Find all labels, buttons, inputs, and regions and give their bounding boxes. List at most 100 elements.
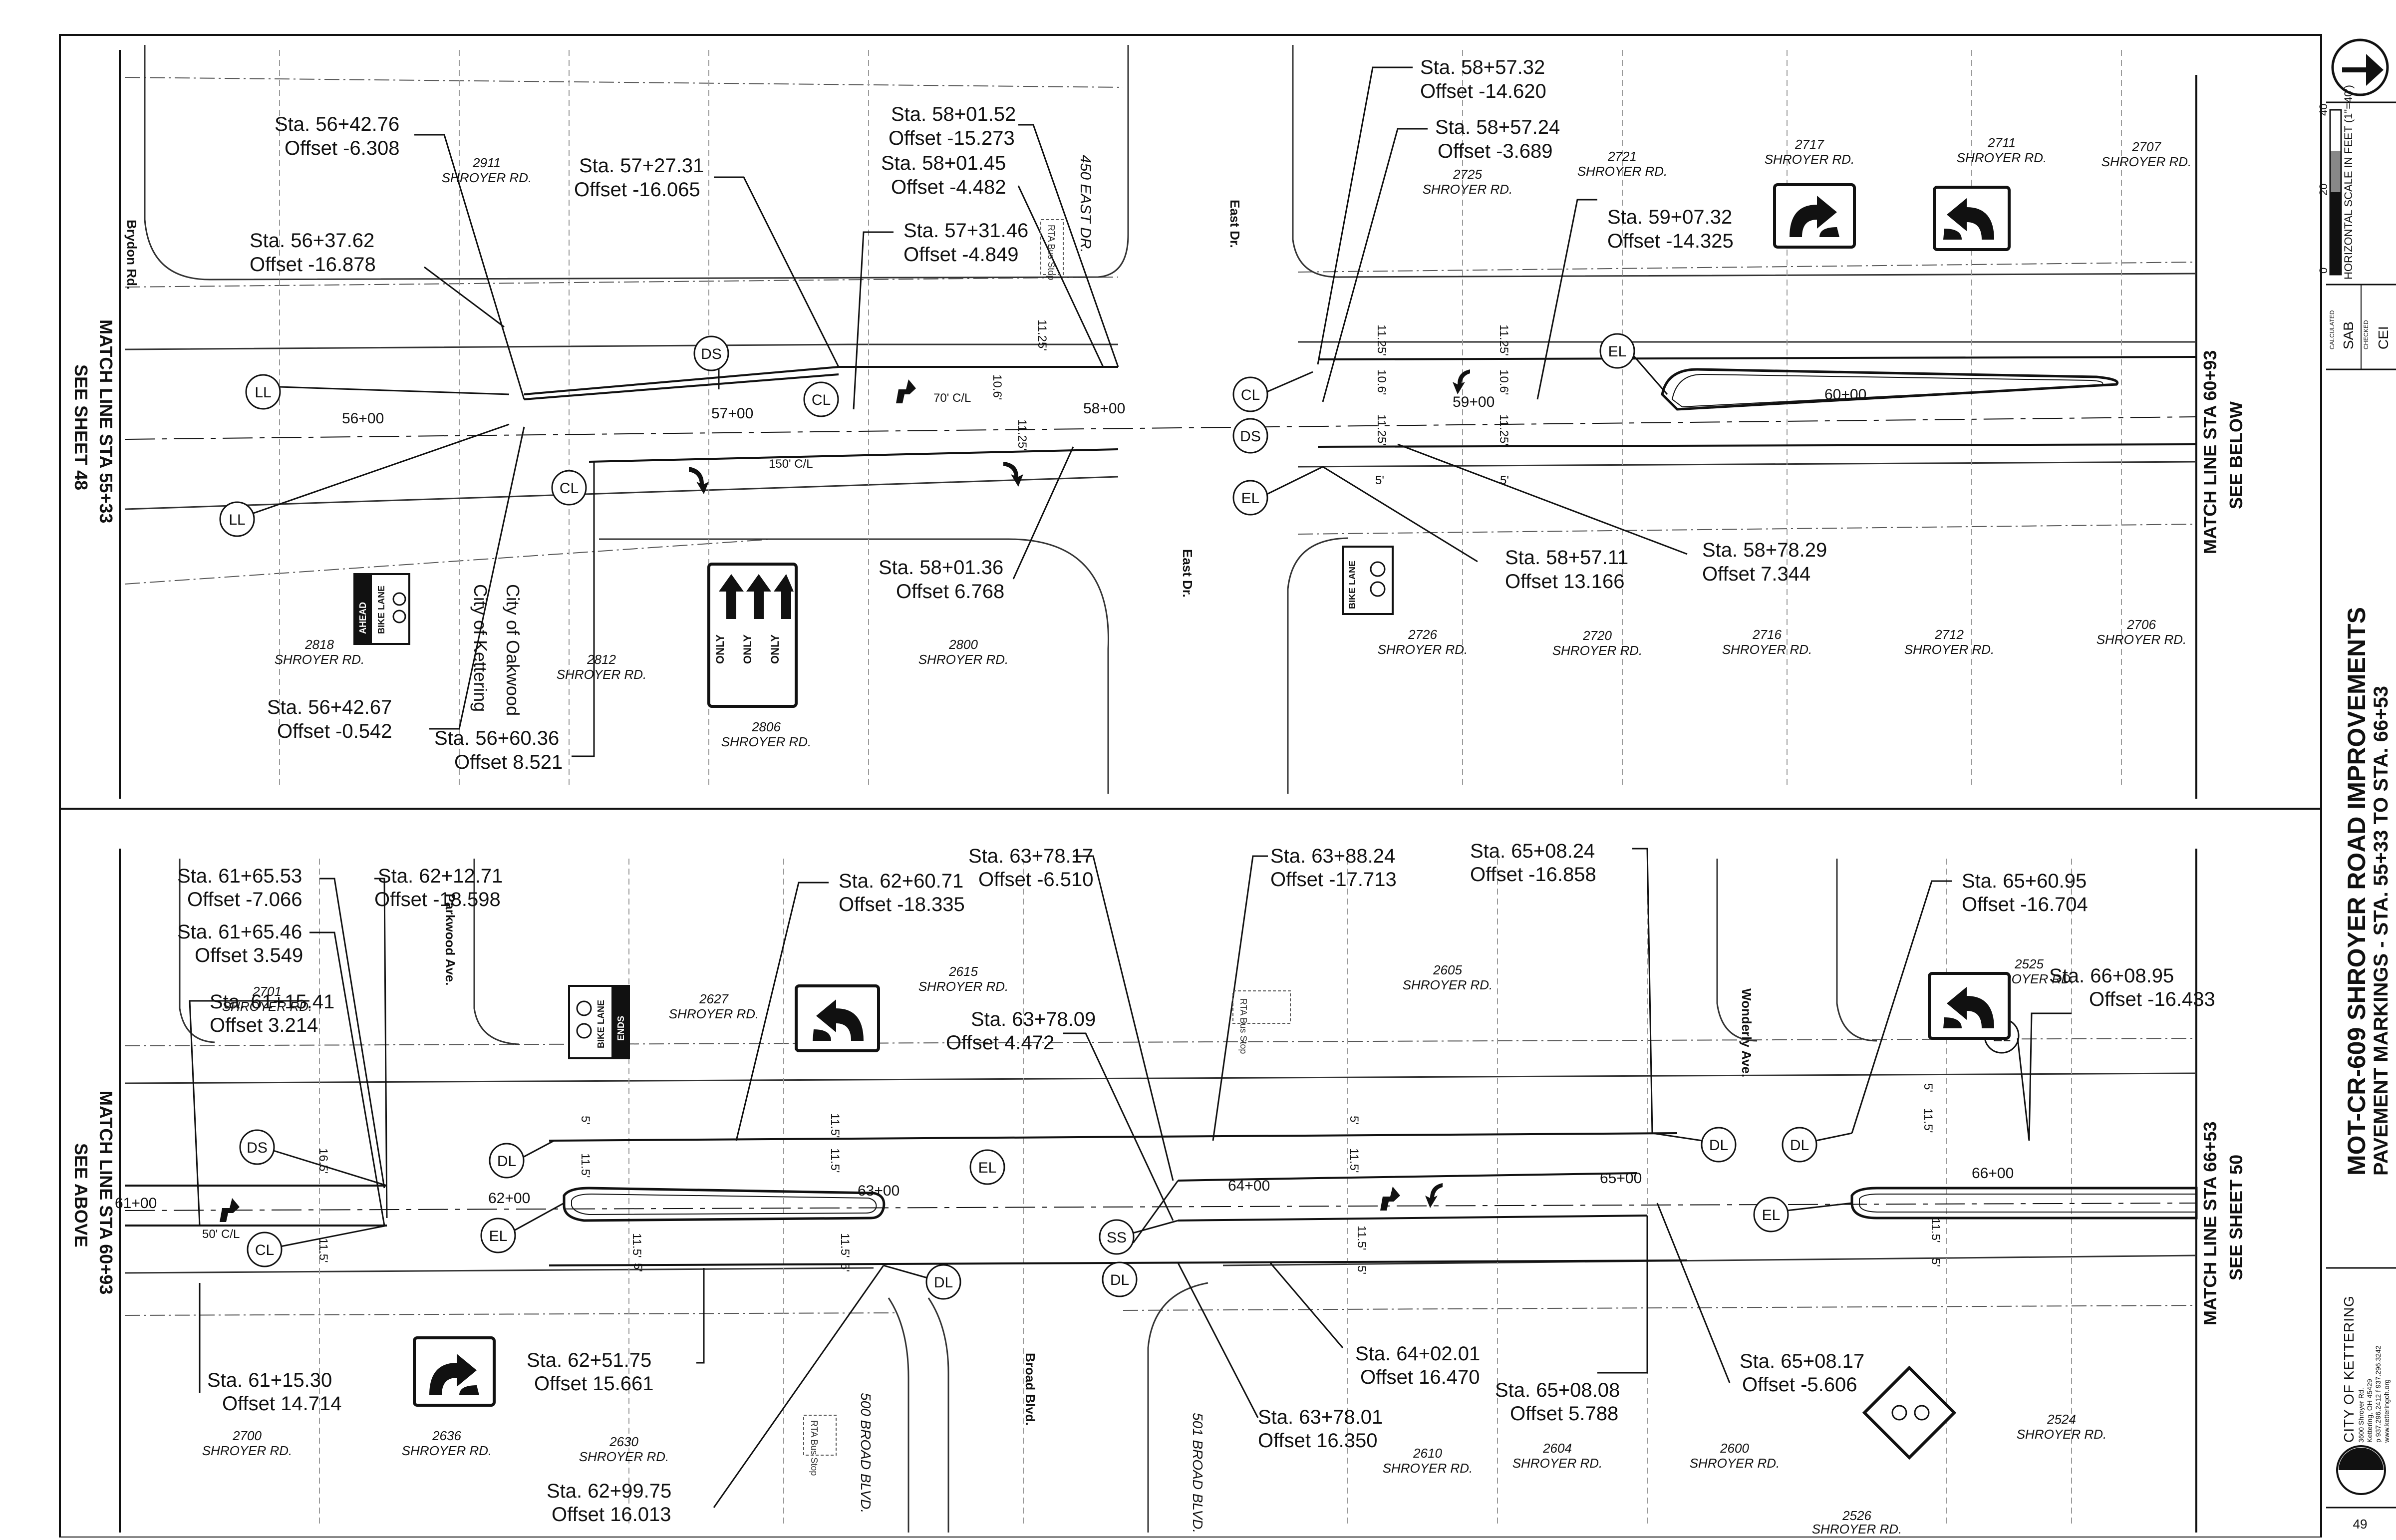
svg-text:LL: LL: [255, 384, 271, 401]
lot-500: 500 BROAD BLVD.: [858, 1393, 874, 1513]
svg-text:Offset -6.510: Offset -6.510: [978, 869, 1094, 891]
sign-bike-diamond: [1862, 1365, 1957, 1460]
svg-text:Sta. 58+78.29: Sta. 58+78.29: [1702, 539, 1827, 561]
svg-text:2700: 2700: [232, 1428, 262, 1443]
dim-b6: 5': [631, 1263, 644, 1272]
street-wonderly: Wonderly Ave.: [1739, 988, 1754, 1077]
svg-text:SHROYER RD.: SHROYER RD.: [1690, 1456, 1780, 1471]
svg-text:Offset -5.606: Offset -5.606: [1742, 1374, 1857, 1396]
svg-text:2711: 2711: [1987, 135, 2016, 150]
lot-501: 501 BROAD BLVD.: [1190, 1413, 1205, 1533]
lot-450: 450 EAST DR.: [1077, 155, 1094, 253]
svg-text:SHROYER RD.: SHROYER RD.: [1722, 642, 1812, 657]
svg-text:Sta. 61+15.41: Sta. 61+15.41: [210, 991, 334, 1013]
svg-text:EL: EL: [1608, 343, 1627, 360]
svg-text:SS: SS: [1107, 1230, 1127, 1246]
city-logo: CITY OF KETTERING 3600 Shroyer Rd. Kette…: [2336, 1295, 2391, 1495]
svg-text:CL: CL: [560, 480, 579, 497]
svg-text:2717: 2717: [1795, 137, 1824, 152]
svg-text:SHROYER RD.: SHROYER RD.: [2101, 154, 2192, 169]
svg-text:SHROYER RD.: SHROYER RD.: [1957, 150, 2047, 165]
dim-b11: 11.5': [1355, 1226, 1368, 1250]
svg-text:2716: 2716: [1752, 627, 1782, 642]
city-oakwood: City of Oakwood: [503, 584, 523, 716]
station-63: 63+00: [858, 1183, 899, 1199]
dim-b15: 5': [1929, 1258, 1942, 1267]
dim-b3: 11.5': [579, 1153, 592, 1178]
svg-text:Sta. 64+02.01: Sta. 64+02.01: [1355, 1343, 1480, 1365]
symbol-ss: SS: [1099, 1219, 1135, 1255]
sheet-border: [59, 34, 2322, 1539]
svg-text:SHROYER RD.: SHROYER RD.: [222, 999, 312, 1014]
dim-d10: 5': [1375, 474, 1384, 487]
svg-text:Offset 3.214: Offset 3.214: [210, 1014, 318, 1036]
svg-text:Offset -17.713: Offset -17.713: [1270, 869, 1397, 891]
svg-text:Sta. 58+57.11: Sta. 58+57.11: [1505, 547, 1628, 569]
svg-text:SHROYER RD.: SHROYER RD.: [1403, 977, 1493, 992]
dim-d6: 11.25': [1375, 414, 1388, 446]
bottom-panel: MATCH LINE STA 60+93 SEE ABOVE MATCH LIN…: [71, 840, 2246, 1537]
svg-text:DS: DS: [701, 346, 722, 362]
svg-text:Sta. 63+78.01: Sta. 63+78.01: [1258, 1406, 1383, 1428]
svg-text:2911: 2911: [472, 155, 501, 170]
symbol-cl-3: CL: [1232, 376, 1268, 412]
symbol-dl-b5: DL: [1782, 1127, 1817, 1163]
symbol-cl-2: CL: [551, 470, 587, 506]
svg-text:Sta. 62+99.75: Sta. 62+99.75: [547, 1480, 671, 1502]
svg-text:Sta. 66+08.95: Sta. 66+08.95: [2049, 965, 2174, 987]
bottom-match-right-sub: SEE SHEET 50: [2226, 1155, 2246, 1280]
svg-text:ONLY: ONLY: [741, 634, 754, 664]
svg-text:Sta. 58+57.32: Sta. 58+57.32: [1420, 56, 1545, 78]
svg-text:Sta. 61+15.30: Sta. 61+15.30: [207, 1369, 332, 1391]
symbol-dl-b1: DL: [489, 1143, 525, 1179]
checked-label: CHECKED: [2363, 320, 2370, 349]
top-turn-arrows: [689, 369, 1470, 494]
bottom-symbols: DS CL DL EL EL SS DL DL DL DL EL EL: [239, 1018, 2020, 1300]
svg-text:Offset -6.308: Offset -6.308: [285, 137, 400, 159]
symbol-ll-1: LL: [245, 374, 281, 410]
city-name: CITY OF KETTERING: [2341, 1295, 2357, 1443]
svg-text:2600: 2600: [1720, 1441, 1749, 1456]
street-east-dr: East Dr.: [1227, 200, 1242, 248]
dim-cl150: 150' C/L: [769, 457, 813, 471]
svg-text:Sta. 57+31.46: Sta. 57+31.46: [903, 220, 1028, 242]
sign-lane-shift-2: [1933, 186, 2011, 251]
station-56: 56+00: [342, 410, 384, 427]
station-64: 64+00: [1228, 1178, 1270, 1194]
calc-check-block: CALCULATED SAB CHECKED CEI: [2329, 285, 2391, 369]
dim-d3: 11.25': [1015, 419, 1029, 451]
symbol-el-1: EL: [1599, 333, 1635, 369]
station-60: 60+00: [1824, 386, 1866, 403]
sheet-subtitle: PAVEMENT MARKINGS - STA. 55+33 TO STA. 6…: [2370, 686, 2392, 1176]
sign-bike-lane: BIKE LANE: [1342, 546, 1394, 615]
calculated-by: SAB: [2341, 321, 2356, 349]
station-66: 66+00: [1972, 1165, 2014, 1182]
svg-text:2806: 2806: [751, 719, 781, 734]
svg-text:SHROYER RD.: SHROYER RD.: [1765, 152, 1855, 167]
svg-text:SHROYER RD.: SHROYER RD.: [275, 652, 365, 667]
svg-text:CL: CL: [812, 392, 831, 408]
svg-text:SHROYER RD.: SHROYER RD.: [1383, 1461, 1473, 1476]
